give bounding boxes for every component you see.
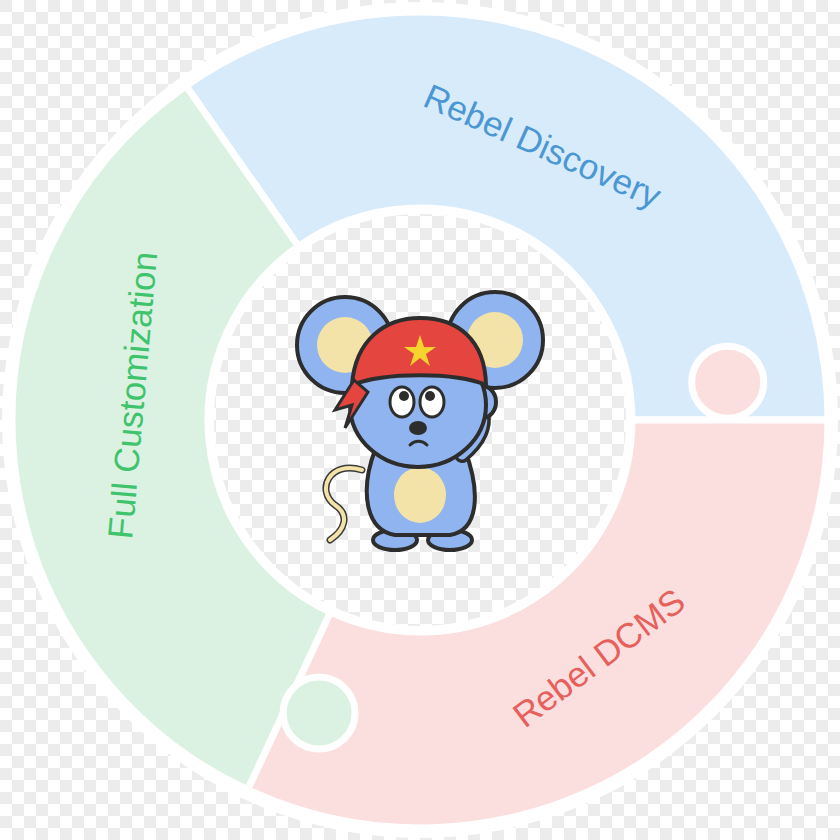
- ring-piece: [248, 420, 828, 828]
- ring-piece: [12, 86, 330, 790]
- segment-label: Rebel Discovery: [418, 77, 666, 216]
- segment-label: Rebel DCMS: [506, 581, 692, 735]
- puzzle-knob: [283, 677, 355, 749]
- mouse-mascot: [297, 292, 543, 550]
- puzzle-knob: [692, 346, 764, 418]
- puzzle-knob: [177, 154, 249, 226]
- segment-label: Full Customization: [101, 250, 164, 540]
- inner-hole: [214, 214, 626, 626]
- ring-piece: [186, 12, 828, 420]
